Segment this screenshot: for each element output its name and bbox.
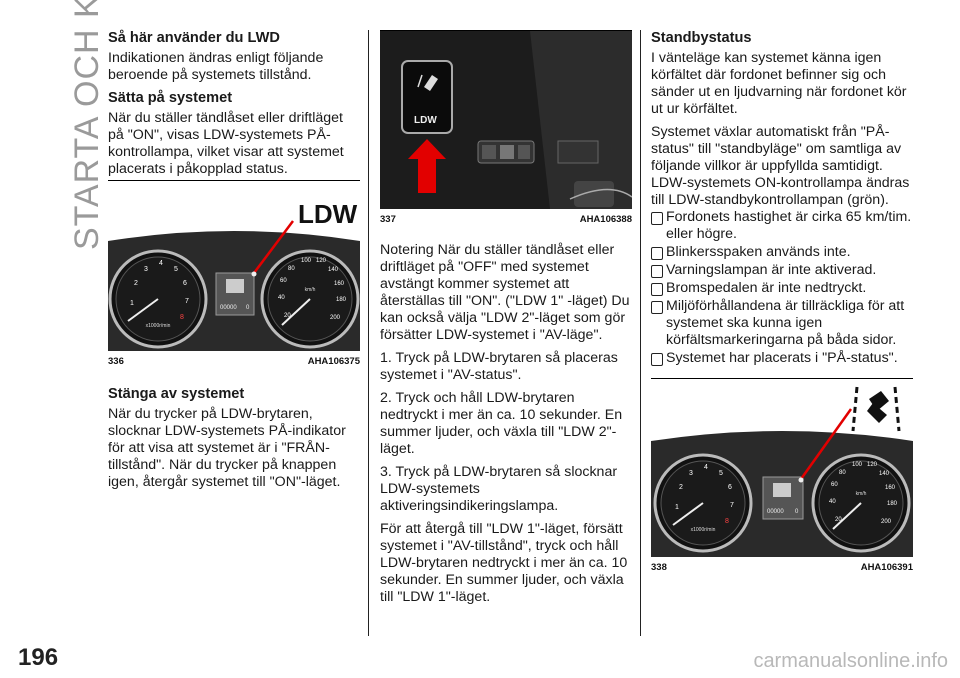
condition-list: Fordonets hastighet är cirka 65 km/tim. … [651,209,913,367]
checkbox-icon [651,283,663,296]
caption-336: 336 AHA106375 [108,356,360,367]
svg-text:3: 3 [689,470,693,477]
svg-text:5: 5 [174,266,178,273]
svg-text:00000: 00000 [767,509,784,515]
condition-item: Bromspedalen är inte nedtryckt. [651,280,913,297]
svg-text:200: 200 [330,315,341,321]
svg-text:6: 6 [728,484,732,491]
condition-item: Varningslampan är inte aktiverad. [651,262,913,279]
svg-text:4: 4 [704,464,708,471]
condition-text: Systemet har placerats i "PÅ-status". [666,350,898,366]
column-1-lower: Stänga av systemet När du trycker på LDW… [108,386,358,497]
svg-text:x1000r/min: x1000r/min [691,527,716,533]
paragraph-step-1: 1. Tryck på LDW-brytaren så placeras sys… [380,350,618,383]
svg-text:3: 3 [144,266,148,273]
paragraph-standby: I vänteläge kan systemet känna igen körf… [651,50,907,117]
column-2: Notering När du ställer tändlåset eller … [380,242,632,612]
checkbox-icon [651,265,663,278]
svg-text:100: 100 [301,258,312,264]
paragraph-step-3: 3. Tryck på LDW-brytaren så slocknar LDW… [380,464,618,514]
svg-text:km/h: km/h [856,491,867,497]
heading-turn-off: Stänga av systemet [108,386,245,402]
svg-text:7: 7 [185,298,189,305]
svg-text:8: 8 [180,314,184,321]
svg-text:4: 4 [159,260,163,267]
condition-item: Systemet har placerats i "PÅ-status". [651,350,913,367]
svg-text:80: 80 [288,266,295,272]
svg-text:20: 20 [284,313,291,319]
svg-text:60: 60 [280,278,287,284]
figure-338-cluster: x1000r/min 1 2 3 4 5 6 7 8 km/h 20 40 60… [651,378,913,557]
column-divider-2 [640,30,641,636]
condition-text: Blinkersspaken används inte. [666,244,851,260]
ldw-label: LDW [298,199,358,229]
svg-text:180: 180 [887,501,898,507]
speedo-unit: km/h [305,287,316,293]
checkbox-icon [651,353,663,366]
svg-text:6: 6 [183,280,187,287]
svg-text:1: 1 [130,300,134,307]
svg-text:40: 40 [278,295,285,301]
condition-text: Bromspedalen är inte nedtryckt. [666,280,867,296]
paragraph-note: Notering När du ställer tändlåset eller … [380,242,630,343]
condition-item: Blinkersspaken används inte. [651,244,913,261]
page-number: 196 [18,644,59,671]
svg-text:40: 40 [829,499,836,505]
paragraph-turn-on: När du ställer tändlåset eller driftläge… [108,110,344,177]
watermark: carmanualsonline.info [753,650,948,672]
checkbox-icon [651,247,663,260]
checkbox-icon [651,212,663,225]
svg-text:120: 120 [316,258,327,264]
condition-text: Varningslampan är inte aktiverad. [666,262,877,278]
svg-text:20: 20 [835,517,842,523]
heading-how-to-use: Så här använder du LWD [108,30,280,46]
caption-337: 337 AHA106388 [380,214,632,225]
svg-text:60: 60 [831,482,838,488]
svg-text:160: 160 [334,281,345,287]
caption-338: 338 AHA106391 [651,562,913,573]
condition-text: Fordonets hastighet är cirka 65 km/tim. … [666,209,912,242]
switch-ldw-label: LDW [414,115,437,126]
svg-text:180: 180 [336,297,347,303]
condition-item: Fordonets hastighet är cirka 65 km/tim. … [651,209,913,243]
svg-text:140: 140 [328,267,339,273]
svg-text:100: 100 [852,462,863,468]
svg-text:160: 160 [885,485,896,491]
tach-unit: x1000r/min [146,323,171,329]
svg-text:1: 1 [675,504,679,511]
svg-text:120: 120 [867,462,878,468]
svg-text:8: 8 [725,518,729,525]
column-1: Så här använder du LWD Indikationen ändr… [108,30,358,184]
svg-text:5: 5 [719,470,723,477]
figure-337-switch: LDW [380,30,632,209]
heading-standby: Standbystatus [651,30,752,46]
svg-text:80: 80 [839,470,846,476]
svg-text:2: 2 [134,280,138,287]
svg-text:200: 200 [881,519,892,525]
paragraph-turn-off: När du trycker på LDW-brytaren, slocknar… [108,406,346,490]
odometer: 00000 [220,305,237,311]
svg-text:0: 0 [246,305,250,311]
svg-text:2: 2 [679,484,683,491]
section-title: STARTA OCH KÖRA [68,0,106,250]
paragraph-return: För att återgå till "LDW 1"-läget, försä… [380,521,628,605]
column-3: Standbystatus I vänteläge kan systemet k… [651,30,913,368]
svg-text:7: 7 [730,502,734,509]
paragraph-switch: Systemet växlar automatiskt från "PÅ-sta… [651,124,910,208]
checkbox-icon [651,301,663,314]
column-divider-1 [368,30,369,636]
heading-turn-on: Sätta på systemet [108,90,233,106]
paragraph-indication: Indikationen ändras enligt följande bero… [108,50,324,83]
figure-336-cluster: x1000r/min 1 2 3 4 5 6 7 8 km/h 20 40 60… [108,180,360,351]
svg-text:140: 140 [879,471,890,477]
paragraph-step-2: 2. Tryck och håll LDW-brytaren nedtryckt… [380,390,623,457]
section-side-label: STARTA OCH KÖRA [6,0,106,250]
svg-text:0: 0 [795,509,799,515]
condition-item: Miljöförhållandena är tillräckliga för a… [651,298,913,349]
condition-text: Miljöförhållandena är tillräckliga för a… [666,298,905,348]
